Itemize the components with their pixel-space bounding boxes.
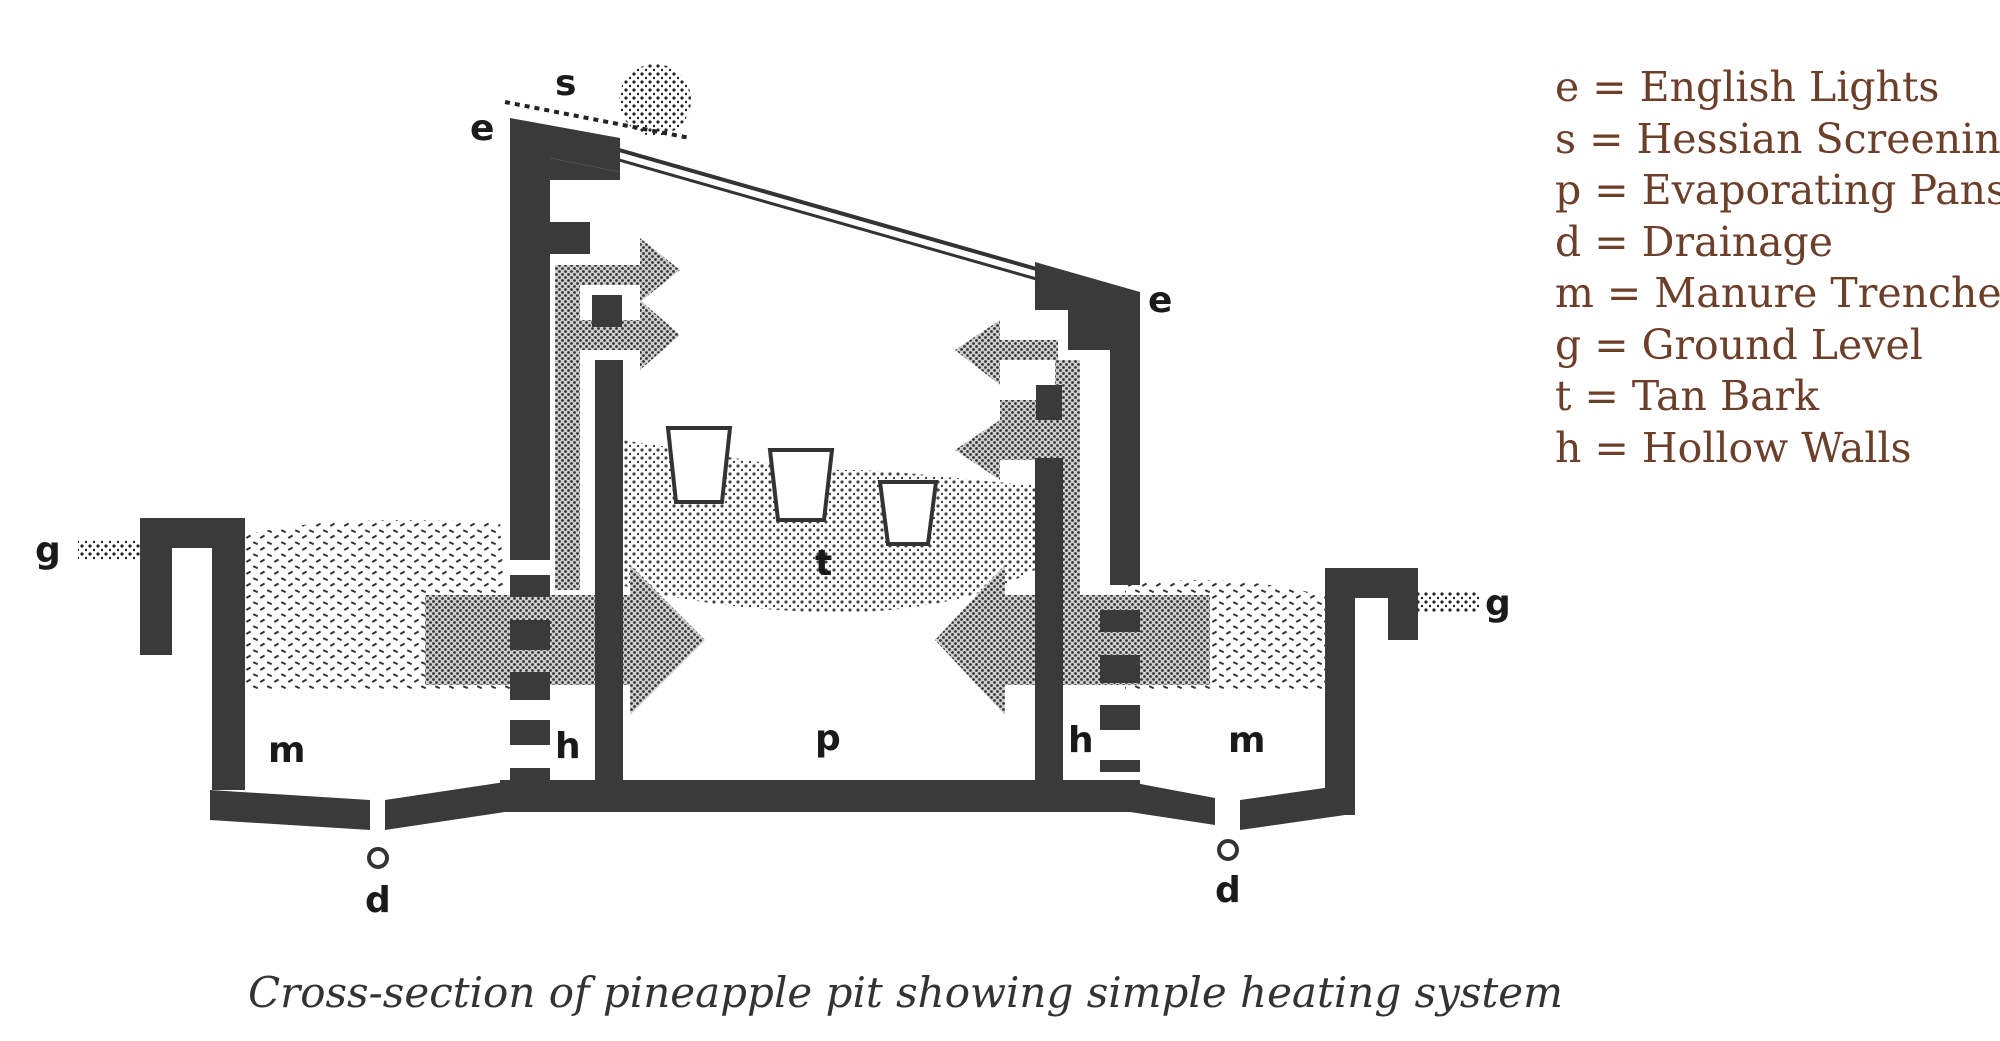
label-h-left: h: [555, 726, 581, 767]
left-wall-brick-2: [510, 620, 550, 650]
right-trench-floor-2: [1240, 785, 1345, 830]
label-t: t: [815, 543, 832, 584]
legend-item: p = Evaporating Pans: [1555, 166, 2000, 214]
heat-arrow-upper-right: [955, 320, 1075, 480]
light-frame-top: [510, 118, 620, 172]
glass-roof-line-1: [611, 146, 1041, 272]
right-wall-vent-block: [1036, 385, 1062, 420]
hessian-roll: [619, 64, 691, 136]
right-wall-brick-1: [1100, 610, 1140, 632]
label-s: s: [555, 63, 576, 104]
legend-item: e = English Lights: [1555, 63, 1940, 111]
right-wall-brick-3: [1100, 705, 1140, 730]
label-d-left: d: [365, 880, 391, 921]
pit-floor: [500, 780, 1140, 812]
left-wall-brick-4: [510, 720, 550, 745]
evaporating-pan-1: [665, 426, 733, 504]
evaporating-pan-3: [877, 480, 939, 546]
label-g-left: g: [35, 530, 61, 571]
right-outer-wall: [1035, 285, 1140, 585]
legend-item: t = Tan Bark: [1555, 372, 1819, 420]
left-trench-wall: [140, 518, 245, 790]
label-p: p: [815, 718, 841, 759]
left-wall-inner-top: [550, 222, 590, 254]
legend-item: g = Ground Level: [1555, 320, 1923, 369]
heat-arrow-lower-left: [425, 565, 705, 715]
ground-hatch-right: [1418, 592, 1480, 612]
heat-flue-left: [555, 265, 580, 590]
label-m-left: m: [268, 730, 306, 771]
label-g-right: g: [1485, 583, 1511, 624]
light-frame-right: [1035, 262, 1140, 315]
label-h-right: h: [1068, 720, 1094, 761]
heat-arrow-lower-right: [935, 565, 1210, 715]
right-wall-brick-4: [1100, 760, 1140, 772]
ground-hatch-left: [78, 540, 140, 560]
glass-roof-line-2: [611, 156, 1041, 282]
left-wall-brick-5: [510, 768, 550, 780]
legend: e = English Lights s = Hessian Screening…: [1555, 62, 2000, 474]
label-e-right: e: [1148, 280, 1172, 321]
left-wall-outer-leaf: [510, 150, 550, 560]
label-m-right: m: [1228, 720, 1266, 761]
label-d-right: d: [1215, 870, 1241, 911]
left-wall-brick-3: [510, 672, 550, 700]
left-trench-floor: [210, 790, 370, 830]
label-e-top: e: [470, 108, 494, 149]
evaporating-pan-2: [767, 448, 835, 522]
legend-item: h = Hollow Walls: [1555, 423, 1912, 472]
legend-item: d = Drainage: [1555, 217, 1834, 266]
right-wall-brick-2: [1100, 655, 1140, 683]
figure-caption: Cross-section of pineapple pit showing s…: [248, 968, 1563, 1017]
legend-item: m = Manure Trenches: [1555, 269, 2000, 317]
drainage-outlet-left: [367, 847, 389, 869]
legend-item: s = Hessian Screening: [1555, 114, 2000, 163]
drainage-outlet-right: [1217, 839, 1239, 861]
hessian-screening-line: [504, 100, 691, 140]
left-wall-vent-block: [592, 295, 622, 327]
left-trench-floor-2: [385, 782, 505, 830]
left-wall-brick-1: [510, 575, 550, 597]
heat-arrow-upper-left: [560, 238, 680, 370]
right-trench-floor: [1130, 782, 1215, 825]
left-wall-inner-leaf: [595, 360, 623, 780]
right-wall-inner-leaf: [1035, 458, 1063, 780]
right-trench-wall: [1325, 568, 1418, 815]
